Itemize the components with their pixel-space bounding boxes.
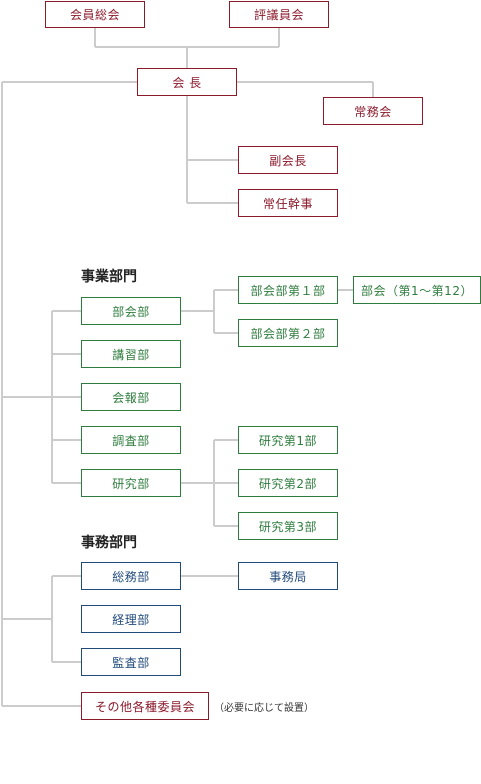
- other-committees-box: その他各種委員会: [81, 692, 209, 720]
- bukai-department-box: 部会部: [81, 297, 181, 325]
- audit-department-box: 監査部: [81, 648, 181, 676]
- president-box: 会 長: [137, 68, 237, 96]
- research-department-box: 研究部: [81, 469, 181, 497]
- standing-director-box: 常任幹事: [238, 189, 338, 217]
- bulletin-department-box: 会報部: [81, 383, 181, 411]
- lecture-department-box: 講習部: [81, 340, 181, 368]
- accounting-department-box: 経理部: [81, 605, 181, 633]
- bukai-second-section-box: 部会部第２部: [238, 319, 338, 347]
- general-affairs-department-box: 総務部: [81, 562, 181, 590]
- general-assembly-box: 会員総会: [45, 1, 145, 28]
- research-first-section-box: 研究第1部: [238, 426, 338, 454]
- vice-president-box: 副会長: [238, 146, 338, 174]
- subcommittees-box: 部会（第1〜第12）: [353, 276, 481, 304]
- bukai-first-section-box: 部会部第１部: [238, 276, 338, 304]
- business-division-heading: 事業部門: [81, 269, 137, 285]
- admin-division-heading: 事務部門: [81, 535, 137, 551]
- committees-note: （必要に応じて設置）: [214, 703, 314, 714]
- research-second-section-box: 研究第2部: [238, 469, 338, 497]
- research-third-section-box: 研究第3部: [238, 512, 338, 540]
- executive-board-box: 常務会: [323, 97, 423, 125]
- secretariat-box: 事務局: [238, 562, 338, 590]
- survey-department-box: 調査部: [81, 426, 181, 454]
- councillors-box: 評議員会: [229, 1, 329, 28]
